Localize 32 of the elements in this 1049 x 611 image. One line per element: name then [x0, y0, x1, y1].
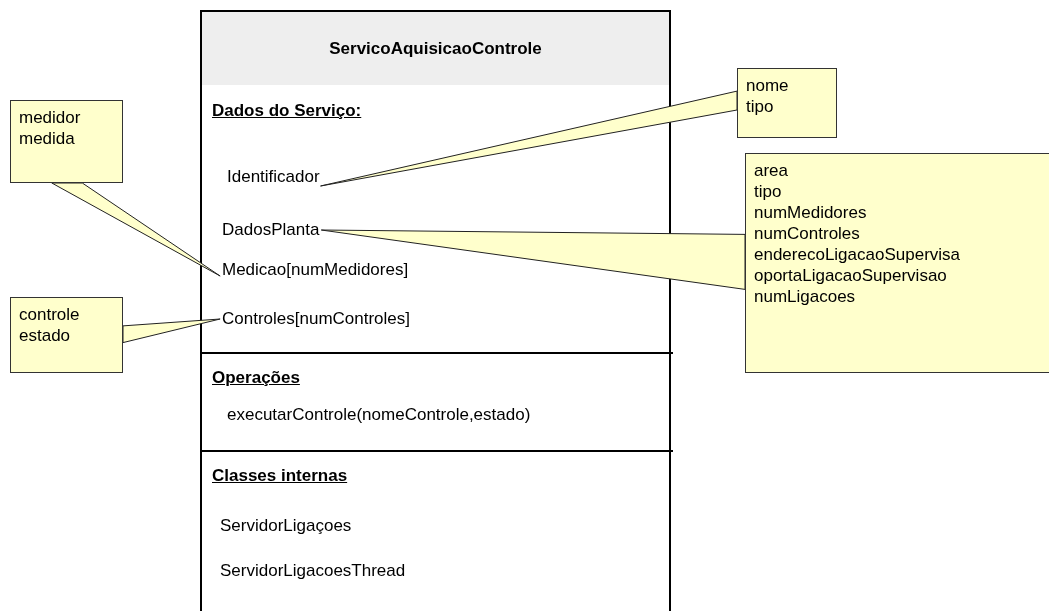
callout-pointer [320, 90, 738, 187]
callout-pointer [51, 182, 221, 277]
note-text: area [754, 160, 790, 181]
note-text: nome [746, 75, 790, 96]
member-text: Controles[numControles] [222, 309, 411, 329]
member-text: Identificador [227, 167, 320, 187]
member-text: DadosPlanta [222, 220, 320, 240]
note-text: oportaLigacaoSupervisao [754, 265, 948, 286]
note-text: tipo [754, 181, 783, 202]
note-text: controle [19, 304, 81, 325]
note-callout [737, 68, 837, 138]
note-text: numLigacoes [754, 286, 857, 307]
note-text: numControles [754, 223, 861, 244]
callout-pointer [122, 318, 221, 344]
note-text: medida [19, 128, 76, 149]
compartment-heading: Dados do Serviço: [212, 101, 362, 121]
note-text: estado [19, 325, 72, 346]
member-text: ServidorLigacoesThread [220, 561, 406, 581]
note-callout [745, 153, 1049, 373]
note-text: medidor [19, 107, 82, 128]
callout-pointer [320, 229, 746, 290]
member-text: ServidorLigaçoes [220, 516, 352, 536]
note-callout [10, 100, 123, 183]
note-text: enderecoLigacaoSupervisa [754, 244, 962, 265]
compartment-heading: Operações [212, 368, 300, 388]
member-text: executarControle(nomeControle,estado) [227, 405, 531, 425]
note-text: numMedidores [754, 202, 868, 223]
member-text: Medicao[numMedidores] [222, 260, 409, 280]
compartment-heading: Classes internas [212, 466, 348, 486]
note-text: tipo [746, 96, 775, 117]
note-callout [10, 297, 123, 373]
class-name-header: ServicoAquisicaoControle [202, 12, 669, 85]
